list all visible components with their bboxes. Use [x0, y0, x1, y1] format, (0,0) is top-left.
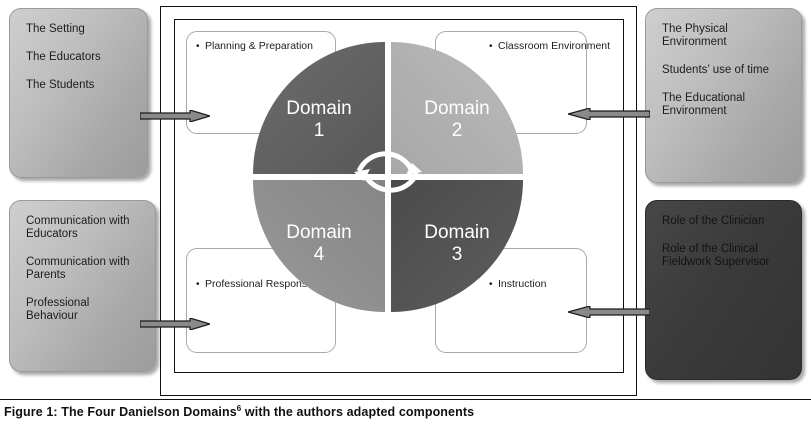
quadrant-label-domain-3: Domain 3 — [391, 222, 523, 266]
corner-box-line: Role of the Clinician — [662, 215, 765, 227]
caption-prefix: Figure 1: The Four Danielson Domains — [4, 405, 237, 420]
corner-box-line: The Physical Environment — [662, 23, 728, 48]
caption-divider — [0, 399, 811, 400]
domain-box-label: Instruction — [489, 278, 547, 291]
corner-box-line: Professional Behaviour — [26, 297, 90, 322]
domain-box-label: Planning & Preparation — [196, 40, 313, 53]
corner-box-line: Communication with Parents — [26, 256, 130, 281]
quadrant-label-domain-1: Domain 1 — [253, 98, 385, 142]
caption-suffix: with the authors adapted components — [241, 405, 475, 420]
corner-box-top-right: The Physical Environment Students’ use o… — [645, 8, 802, 183]
caption-superscript: 6 — [236, 404, 242, 413]
corner-box-line: The Students — [26, 79, 95, 91]
corner-box-line: Role of the Clinical Fieldwork Superviso… — [662, 243, 770, 268]
arrow-bottom-right — [568, 306, 650, 318]
quadrant-number: 4 — [313, 244, 325, 265]
corner-box-line: The Setting — [26, 23, 85, 35]
quadrant-label-domain-4: Domain 4 — [253, 222, 385, 266]
quadrant-number: 2 — [451, 120, 463, 141]
cyclic-rotation-icon — [354, 151, 422, 193]
arrow-bottom-left — [140, 318, 210, 330]
quadrant-word: Domain — [286, 222, 352, 243]
corner-box-top-left: The Setting The Educators The Students — [9, 8, 148, 178]
quadrant-number: 3 — [451, 244, 463, 265]
quadrant-word: Domain — [286, 98, 352, 119]
outer-frame — [160, 6, 637, 396]
four-domains-circle: Domain 1 Domain 2 Domain 4 Domain 3 — [253, 42, 523, 312]
corner-box-line: Students’ use of time — [662, 64, 769, 76]
corner-box-bottom-left: Communication with Educators Communicati… — [9, 200, 156, 372]
corner-box-bottom-right: Role of the Clinician Role of the Clinic… — [645, 200, 802, 380]
corner-box-line: The Educators — [26, 51, 101, 63]
quadrant-number: 1 — [313, 120, 325, 141]
corner-box-line: Communication with Educators — [26, 215, 130, 240]
corner-box-line: The Educational Environment — [662, 92, 746, 117]
arrow-top-left — [140, 110, 210, 122]
figure-caption: Figure 1: The Four Danielson Domains6 wi… — [4, 404, 804, 419]
inner-frame — [174, 19, 624, 373]
arrow-top-right — [568, 108, 650, 120]
domain-box-label: Classroom Environment — [489, 40, 610, 53]
quadrant-label-domain-2: Domain 2 — [391, 98, 523, 142]
quadrant-word: Domain — [424, 222, 490, 243]
quadrant-word: Domain — [424, 98, 490, 119]
